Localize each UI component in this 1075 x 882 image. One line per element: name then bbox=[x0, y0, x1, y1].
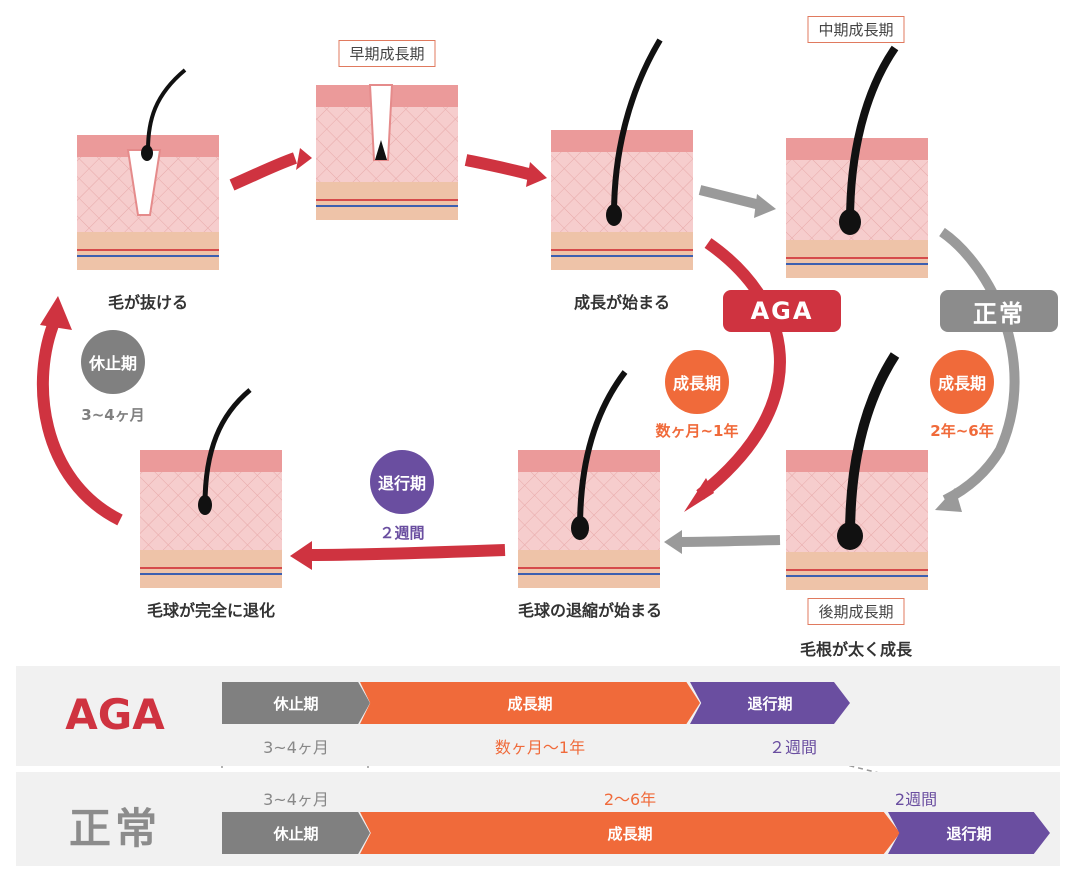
skin-tile-early-growth bbox=[316, 84, 458, 220]
arrow-head bbox=[754, 194, 776, 218]
label-growth-starts: 成長が始まる bbox=[573, 293, 671, 312]
aga-segment-regression: 退行期 bbox=[690, 682, 850, 724]
aga-segment-resting: 休止期 bbox=[222, 682, 370, 724]
aga-segment-growth: 成長期 bbox=[360, 682, 700, 724]
pill-normal: 正常 bbox=[940, 290, 1058, 332]
normal-segment-regression: 退行期 bbox=[888, 812, 1050, 854]
badge-growth-aga: 成長期 bbox=[665, 350, 729, 414]
arrow-head bbox=[290, 541, 312, 570]
aga-duration-resting: 3~4ヶ月 bbox=[263, 738, 329, 757]
skin-tile-late-growth bbox=[786, 352, 928, 590]
label-bulb-shrinks: 毛球の退縮が始まる bbox=[517, 601, 663, 620]
pill-aga: AGA bbox=[723, 290, 841, 332]
aga-duration-growth: 数ヶ月〜1年 bbox=[494, 738, 586, 757]
aga-duration-regression: ２週間 bbox=[768, 738, 818, 757]
duration-resting: 3~4ヶ月 bbox=[81, 406, 145, 424]
skin-tile-growth-starts bbox=[551, 38, 693, 270]
normal-duration-regression: 2週間 bbox=[894, 790, 938, 809]
timeline-label-normal: 正常 bbox=[68, 804, 162, 853]
label-early-growth: 早期成長期 bbox=[338, 40, 436, 67]
normal-segment-growth: 成長期 bbox=[360, 812, 900, 854]
arrow-head bbox=[526, 162, 547, 187]
duration-regression: ２週間 bbox=[379, 524, 425, 542]
timeline-label-aga: AGA bbox=[65, 690, 165, 739]
duration-growth-normal: 2年~6年 bbox=[930, 422, 994, 440]
label-root-thickens: 毛根が太く成長 bbox=[799, 640, 913, 659]
skin-tile-bulb-regressed bbox=[140, 388, 282, 588]
badge-resting: 休止期 bbox=[81, 330, 145, 394]
badge-regression: 退行期 bbox=[370, 450, 434, 514]
label-bulb-regressed: 毛球が完全に退化 bbox=[146, 601, 276, 620]
label-mid-growth: 中期成長期 bbox=[807, 16, 905, 43]
cycle-arrows bbox=[36, 148, 1020, 570]
label-hair-falls: 毛が抜ける bbox=[107, 293, 189, 312]
duration-growth-aga: 数ヶ月~1年 bbox=[655, 422, 739, 440]
skin-tile-hair-falls bbox=[77, 68, 219, 270]
normal-segment-resting: 休止期 bbox=[222, 812, 370, 854]
skin-tile-bulb-shrinks bbox=[518, 370, 660, 588]
arrow-head bbox=[684, 478, 714, 512]
arrow-head bbox=[664, 530, 682, 554]
arrow-head bbox=[40, 296, 72, 330]
normal-duration-resting: 3~4ヶ月 bbox=[263, 790, 329, 809]
badge-growth-normal: 成長期 bbox=[930, 350, 994, 414]
normal-duration-growth: 2〜6年 bbox=[603, 790, 657, 809]
skin-tile-mid-growth bbox=[786, 45, 928, 278]
arrow-head bbox=[935, 488, 962, 512]
label-late-growth: 後期成長期 bbox=[807, 598, 905, 625]
arrow-head bbox=[296, 148, 312, 170]
